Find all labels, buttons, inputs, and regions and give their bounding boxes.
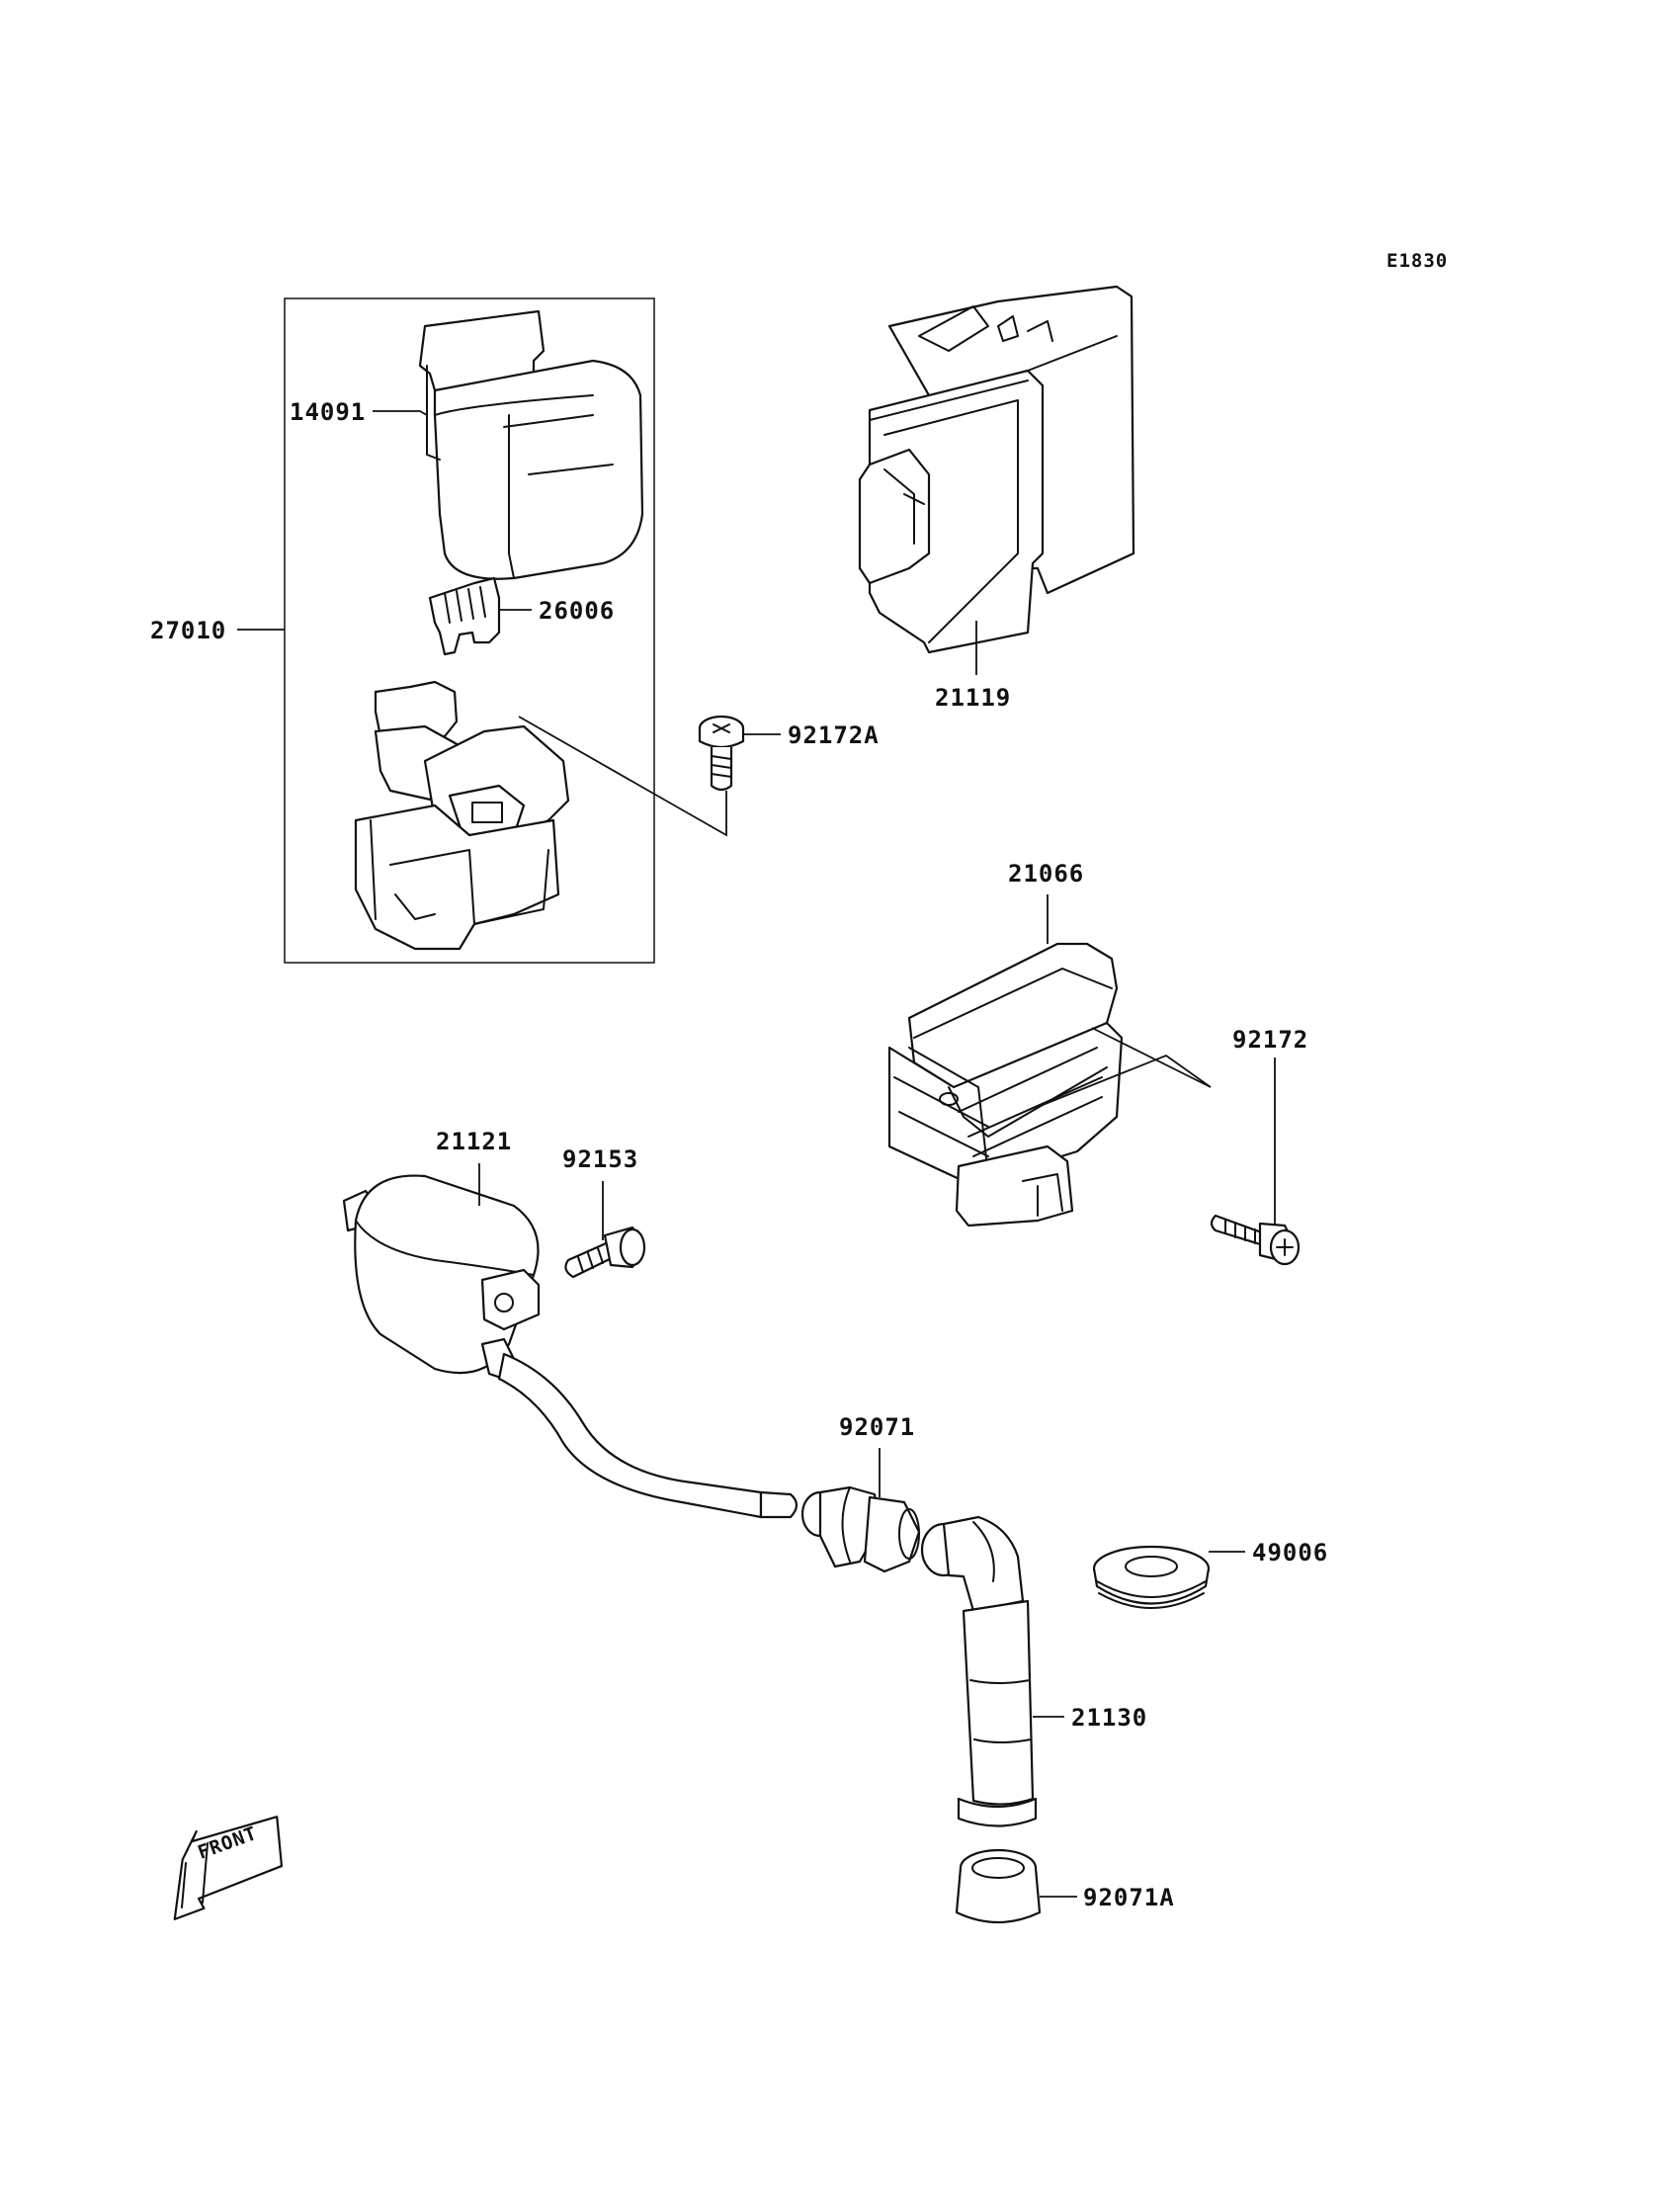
part-label-21066: 21066	[1008, 860, 1085, 888]
part-label-21121: 21121	[436, 1128, 513, 1155]
bolt-92153-drawing	[564, 1226, 646, 1279]
bolt-92172-drawing	[1210, 1214, 1301, 1266]
part-label-21119: 21119	[935, 684, 1012, 712]
relay-body-drawing	[354, 680, 570, 951]
part-label-92172: 92172	[1232, 1026, 1309, 1054]
part-label-26006: 26006	[539, 597, 616, 625]
leader-lines	[237, 410, 1276, 1898]
assembly-bracket-box	[284, 297, 655, 964]
regulator-drawing	[887, 942, 1124, 1228]
relay-cover-drawing	[418, 309, 644, 580]
bolt-92172a-drawing	[698, 715, 745, 792]
part-label-92172a: 92172A	[788, 721, 880, 749]
part-label-92071: 92071	[839, 1413, 916, 1441]
fuse-drawing	[428, 576, 501, 656]
part-label-21130: 21130	[1071, 1704, 1148, 1732]
seal-92071a-drawing	[955, 1848, 1042, 1924]
grommet-49006-drawing	[1092, 1545, 1211, 1609]
part-label-49006: 49006	[1252, 1539, 1329, 1567]
ignition-coil-drawing	[342, 1174, 798, 1519]
part-label-14091: 14091	[290, 398, 367, 426]
grommet-92071-drawing	[800, 1485, 921, 1573]
diagram-code: E1830	[1386, 250, 1449, 272]
igniter-drawing	[858, 285, 1135, 654]
plug-cap-drawing	[920, 1515, 1038, 1827]
front-arrow-icon	[173, 1816, 284, 1920]
part-label-92071a: 92071A	[1083, 1884, 1175, 1911]
part-label-92153: 92153	[562, 1145, 639, 1173]
part-label-27010: 27010	[150, 617, 227, 644]
